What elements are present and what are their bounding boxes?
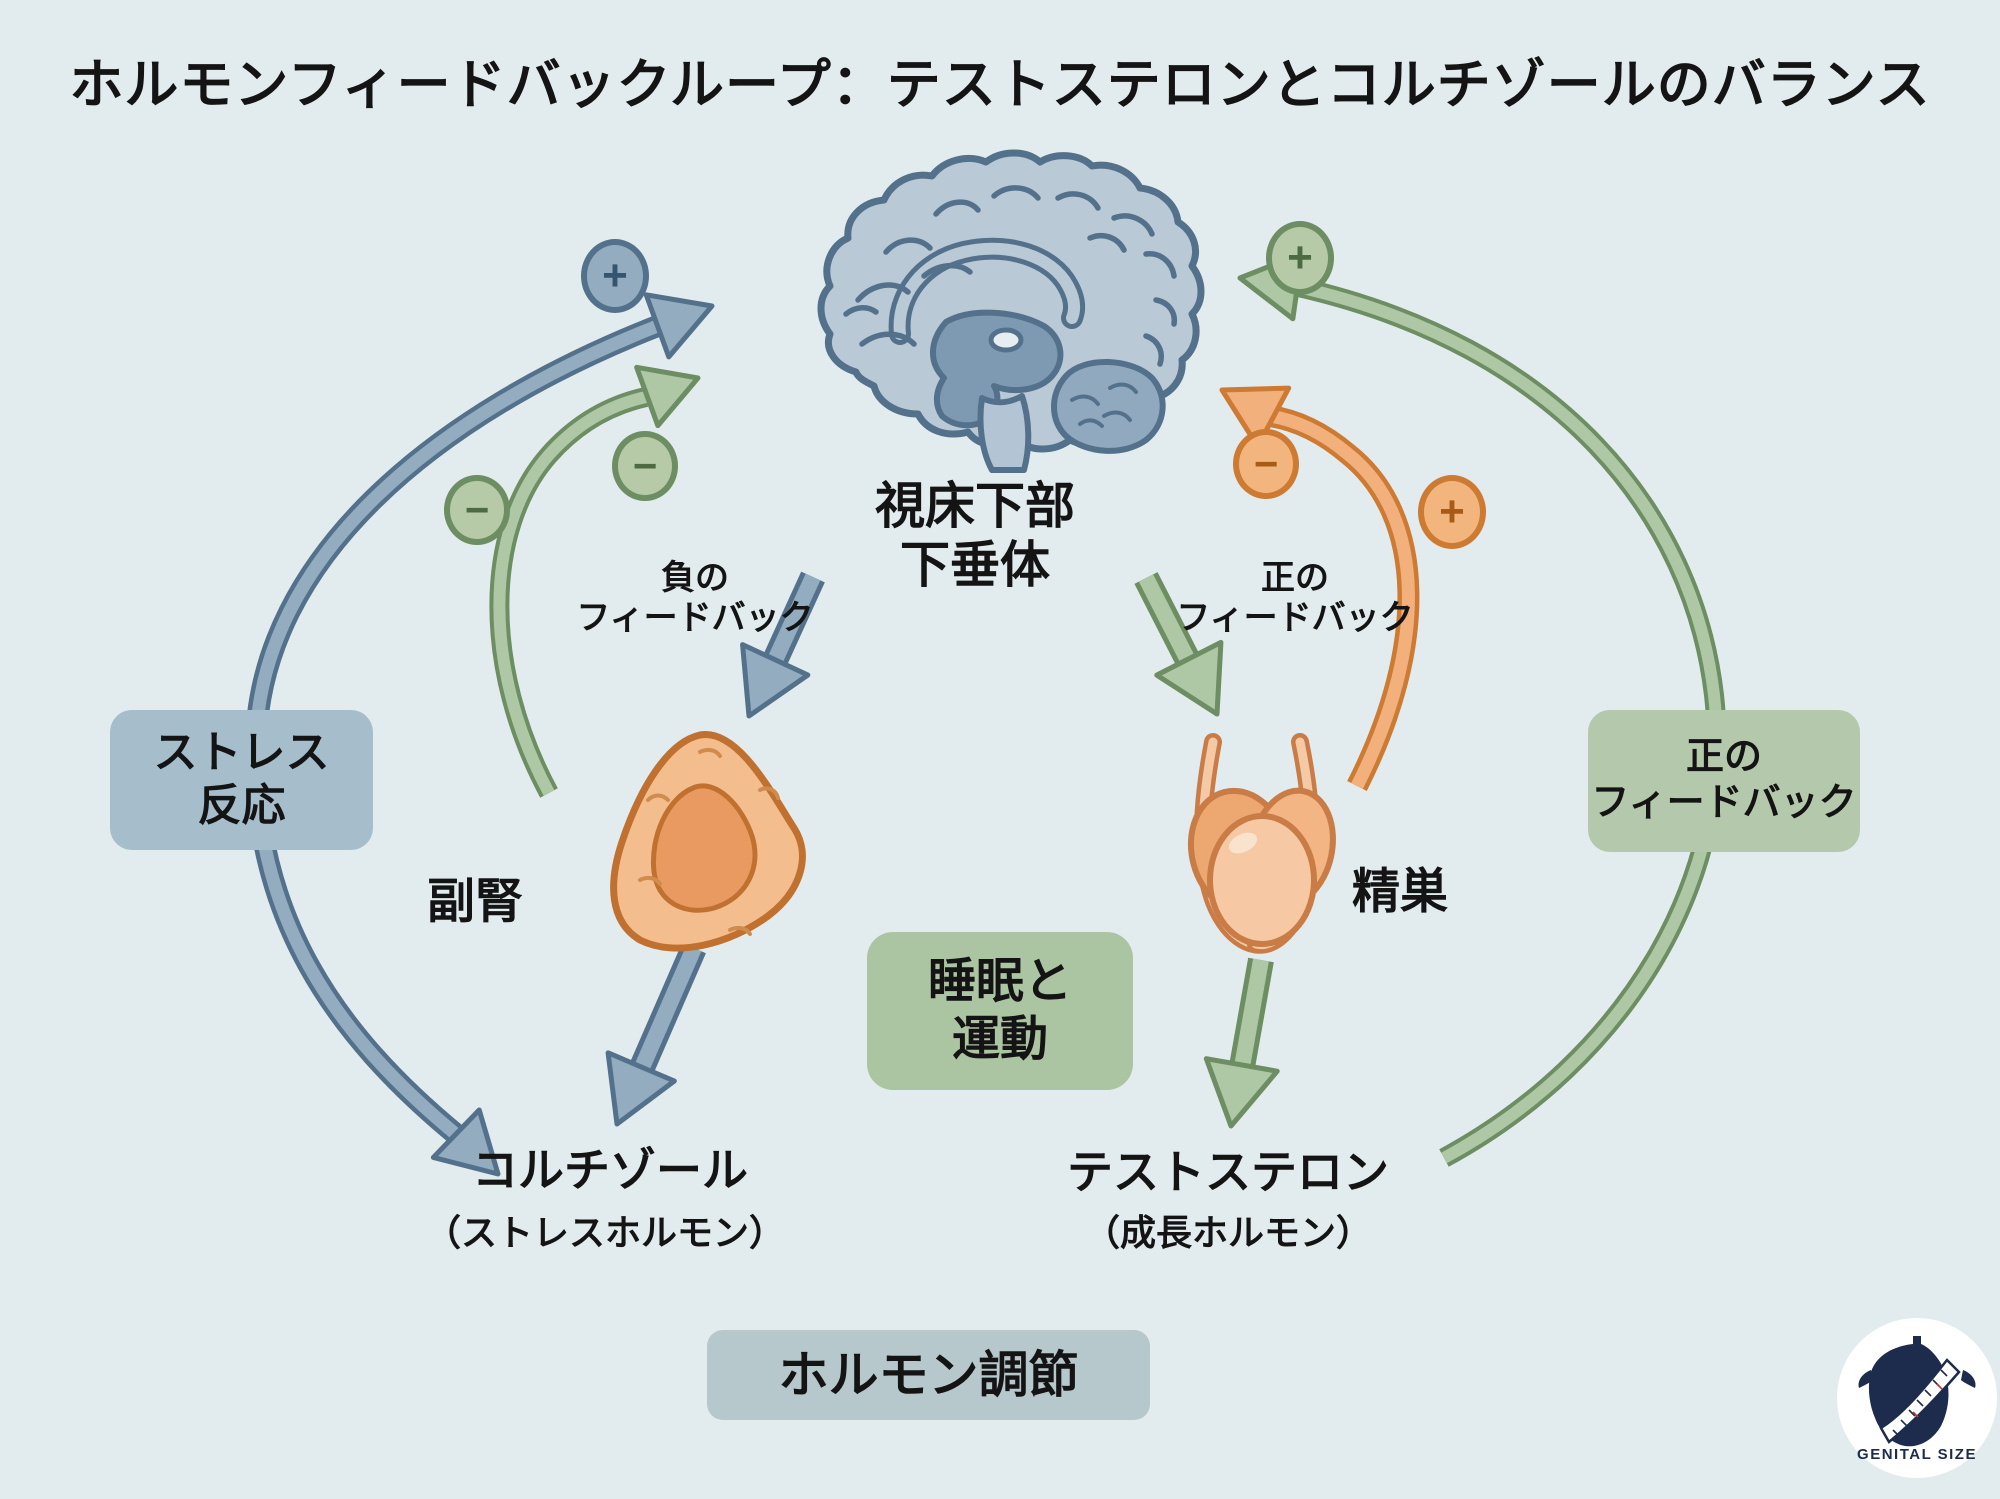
positive-feedback-label: 正の フィードバック — [1176, 558, 1413, 638]
sleep-exercise-box: 睡眠と 運動 — [867, 932, 1133, 1090]
negative-feedback-curve-arrow — [489, 364, 701, 798]
adrenal-label: 副腎 — [426, 875, 524, 929]
adrenal-to-cortisol-arrow — [605, 942, 706, 1127]
testosterone-label: テストステロン — [1067, 1145, 1389, 1198]
brain-gyri — [843, 185, 1178, 367]
negative-feedback-label: 負の フィードバック — [576, 558, 813, 638]
minus-sign-icon: − — [444, 475, 510, 545]
brain-to-testes-arrow — [1134, 572, 1224, 717]
adrenal-gland-illustration — [610, 731, 806, 952]
plus-sign-icon: + — [1266, 221, 1334, 295]
hypothalamus-pituitary-label: 視床下部 下垂体 — [875, 477, 1075, 595]
adrenal-texture — [638, 747, 780, 936]
hormone-regulation-label: ホルモン調節 — [778, 1347, 1079, 1403]
positive-feedback-box-line1: 正の — [1685, 736, 1762, 779]
hormone-regulation-box: ホルモン調節 — [707, 1330, 1150, 1420]
brain-to-adrenal-arrow — [740, 571, 825, 719]
sleep-box-line1: 睡眠と — [927, 955, 1072, 1009]
genital-size-logo — [1837, 1318, 1997, 1478]
positive-feedback-curve-arrow — [1237, 250, 1727, 1167]
cerebellum-texture — [1070, 382, 1138, 428]
plus-sign-icon: + — [1418, 475, 1486, 549]
testes-illustration — [1187, 733, 1336, 954]
stress-response-box: ストレス 反応 — [110, 710, 373, 850]
positive-feedback-line2: フィードバック — [1176, 599, 1414, 637]
positive-feedback-box: 正の フィードバック — [1588, 710, 1860, 852]
negative-feedback-line2: フィードバック — [576, 599, 814, 637]
testes-to-testosterone-arrow — [1203, 957, 1280, 1129]
positive-feedback-line1: 正の — [1260, 558, 1329, 597]
logo-text: GENITAL SIZE — [1857, 1446, 1977, 1464]
minus-sign-icon: − — [612, 431, 678, 501]
positive-feedback-box-line2: フィードバック — [1591, 782, 1857, 824]
stress-box-line2: 反応 — [197, 781, 286, 830]
cortisol-sublabel: （ストレスホルモン） — [424, 1211, 786, 1253]
pituitary-line: 下垂体 — [900, 537, 1050, 593]
hypothalamus-line: 視床下部 — [875, 478, 1075, 534]
testes-label: 精巣 — [1351, 865, 1449, 919]
minus-sign-icon: − — [1233, 429, 1299, 499]
brain-illustration — [817, 149, 1205, 473]
cortisol-label: コルチゾール — [472, 1143, 748, 1196]
plus-sign-icon: + — [581, 239, 649, 313]
torso-graphic — [1858, 1336, 1976, 1447]
sleep-box-line2: 運動 — [951, 1013, 1048, 1066]
negative-feedback-line1: 負の — [660, 558, 729, 597]
page-title: ホルモンフィードバックループ：テストステロンとコルチゾールのバランス — [69, 55, 1931, 116]
testosterone-brain-curve-arrow — [1219, 385, 1420, 791]
testosterone-sublabel: （成長ホルモン） — [1083, 1211, 1373, 1253]
stress-box-line1: ストレス — [153, 728, 330, 778]
